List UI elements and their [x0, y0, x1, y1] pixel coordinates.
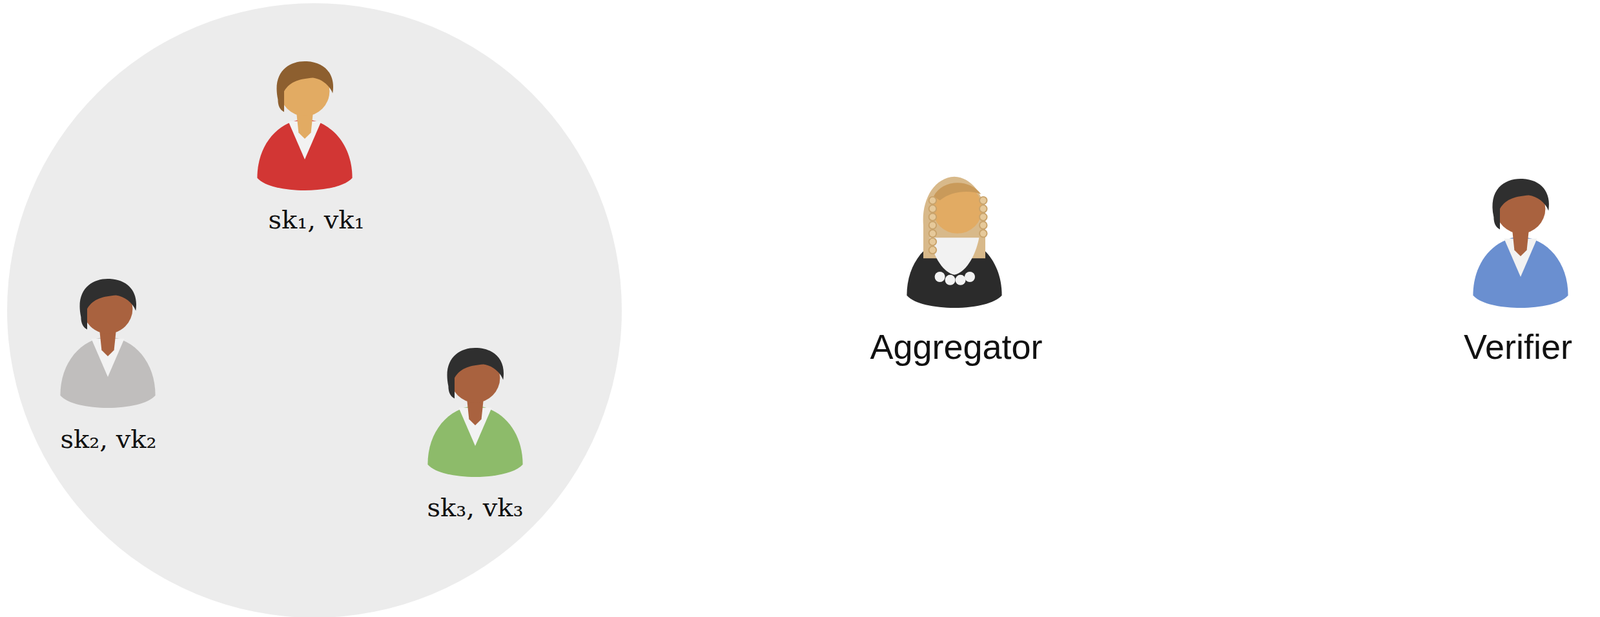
group-circle [7, 3, 622, 617]
judge-icon [906, 176, 1002, 308]
key-pair-holder: sk₁, vk₁ [238, 54, 394, 236]
aggregator-role: Aggregator [859, 171, 1054, 367]
person-icon [256, 61, 352, 191]
key-pair-holder: sk₂, vk₂ [30, 272, 186, 455]
person-icon [1472, 178, 1568, 308]
node-label: Aggregator [869, 326, 1043, 367]
node-label: sk₂, vk₂ [60, 423, 157, 455]
person-icon [427, 348, 523, 478]
node-label: Verifier [1463, 326, 1573, 367]
verifier-role: Verifier [1437, 171, 1599, 367]
node-label: sk₃, vk₃ [426, 492, 524, 524]
key-pair-holder: sk₃, vk₃ [397, 341, 553, 524]
person-icon [60, 278, 155, 409]
node-label: sk₁, vk₁ [267, 204, 365, 236]
